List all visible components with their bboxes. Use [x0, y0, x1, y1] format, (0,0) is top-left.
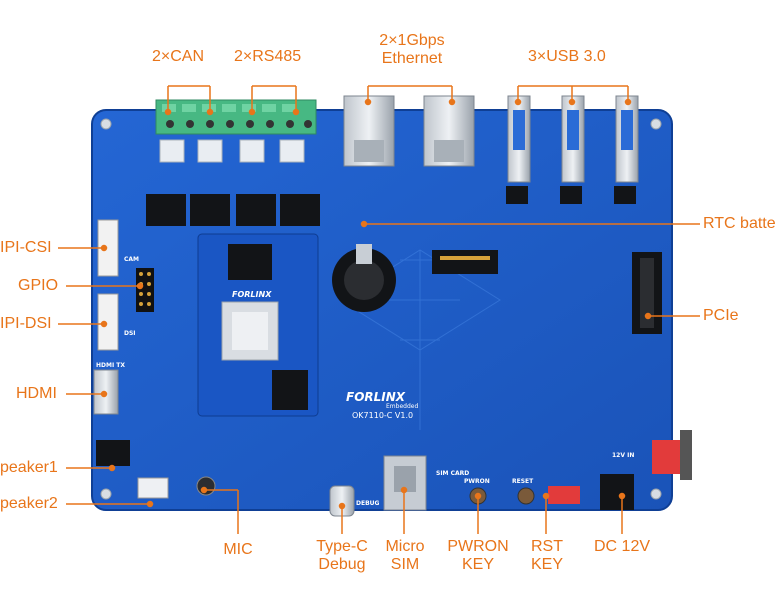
- label-rtc: RTC batte: [703, 215, 776, 232]
- label-speaker1: peaker1: [0, 459, 58, 476]
- usb-ports: [507, 95, 639, 183]
- silk-module-brand: FORLINX: [232, 290, 272, 299]
- label-sim-line1: Micro: [385, 538, 425, 555]
- label-rst-line2: KEY: [530, 556, 563, 573]
- label-gpio: GPIO: [18, 277, 59, 294]
- label-ethernet-line1: 2×1Gbps: [379, 32, 445, 49]
- callout-lines: [58, 85, 700, 534]
- label-mic: MIC: [223, 541, 253, 558]
- label-rst-line1: RST: [531, 538, 563, 555]
- silk-12v-in: 12V IN: [612, 452, 635, 459]
- silk-brand-sub: Embedded: [386, 403, 419, 410]
- label-rs485: 2×RS485: [234, 48, 302, 65]
- label-pwron-line1: PWRON: [447, 538, 509, 555]
- speaker-jack: [96, 440, 130, 466]
- label-typec-line1: Type-C: [316, 538, 368, 555]
- pcb-board: [91, 109, 673, 511]
- label-can: 2×CAN: [152, 48, 205, 65]
- label-mipi-csi: IPI-CSI: [0, 239, 52, 256]
- silk-model: OK7110-C V1.0: [352, 411, 414, 420]
- label-hdmi: HDMI: [16, 385, 57, 402]
- silk-cam: CAM: [124, 256, 140, 263]
- label-usb: 3×USB 3.0: [528, 48, 606, 65]
- silk-dsi: DSI: [124, 330, 136, 337]
- label-speaker2: peaker2: [0, 495, 58, 512]
- silk-pwron: PWRON: [464, 478, 490, 485]
- m2-slot: [432, 250, 498, 274]
- label-dc: DC 12V: [593, 538, 651, 555]
- label-sim-line2: SIM: [390, 556, 420, 573]
- rst-key-button: [517, 487, 535, 505]
- silk-debug: DEBUG: [356, 500, 380, 507]
- gpio-header: [136, 268, 154, 312]
- ethernet-jacks: [343, 95, 475, 167]
- dc-jack: [600, 474, 634, 510]
- silk-brand: FORLINX: [346, 390, 406, 404]
- label-ethernet-line2: Ethernet: [381, 50, 443, 67]
- label-mipi-dsi: IPI-DSI: [0, 315, 52, 332]
- mounting-holes: [100, 118, 662, 500]
- silk-reset: RESET: [512, 478, 534, 485]
- label-pcie: PCIe: [703, 307, 739, 324]
- mipi-dsi-connector: [97, 293, 119, 351]
- silk-sim-card: SIM CARD: [436, 470, 470, 477]
- label-pwron-line2: KEY: [461, 556, 494, 573]
- label-typec-line2: Debug: [318, 556, 366, 573]
- silk-hdmi-tx: HDMI TX: [96, 362, 126, 369]
